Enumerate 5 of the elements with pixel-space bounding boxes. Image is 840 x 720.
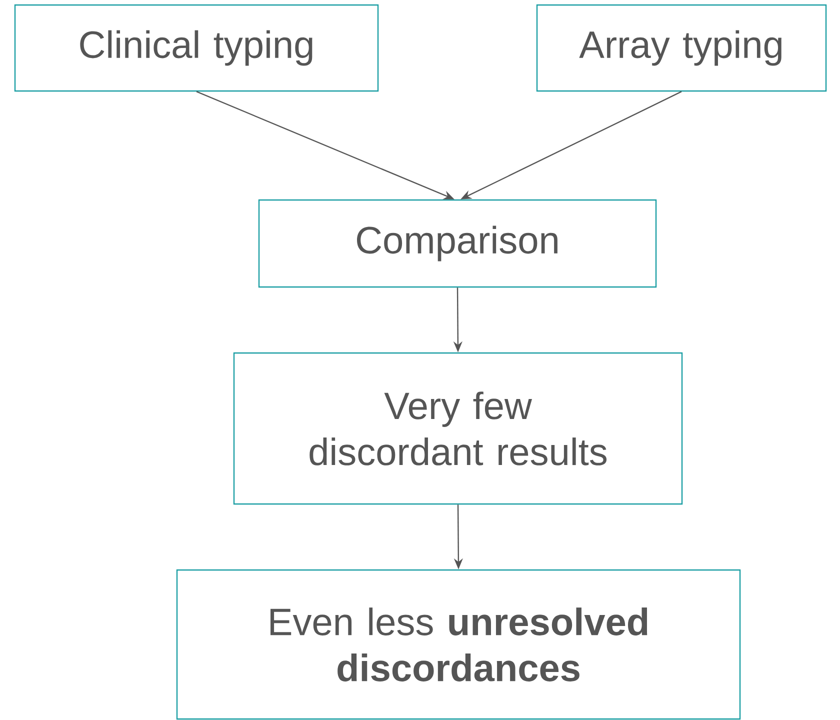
process-box: Even less unresolved discordances xyxy=(176,569,741,720)
process-box: Comparison xyxy=(258,199,657,288)
process-box: Array typing xyxy=(536,4,827,92)
process-box: Very few discordant results xyxy=(233,352,683,505)
process-box: Clinical typing xyxy=(14,4,379,92)
